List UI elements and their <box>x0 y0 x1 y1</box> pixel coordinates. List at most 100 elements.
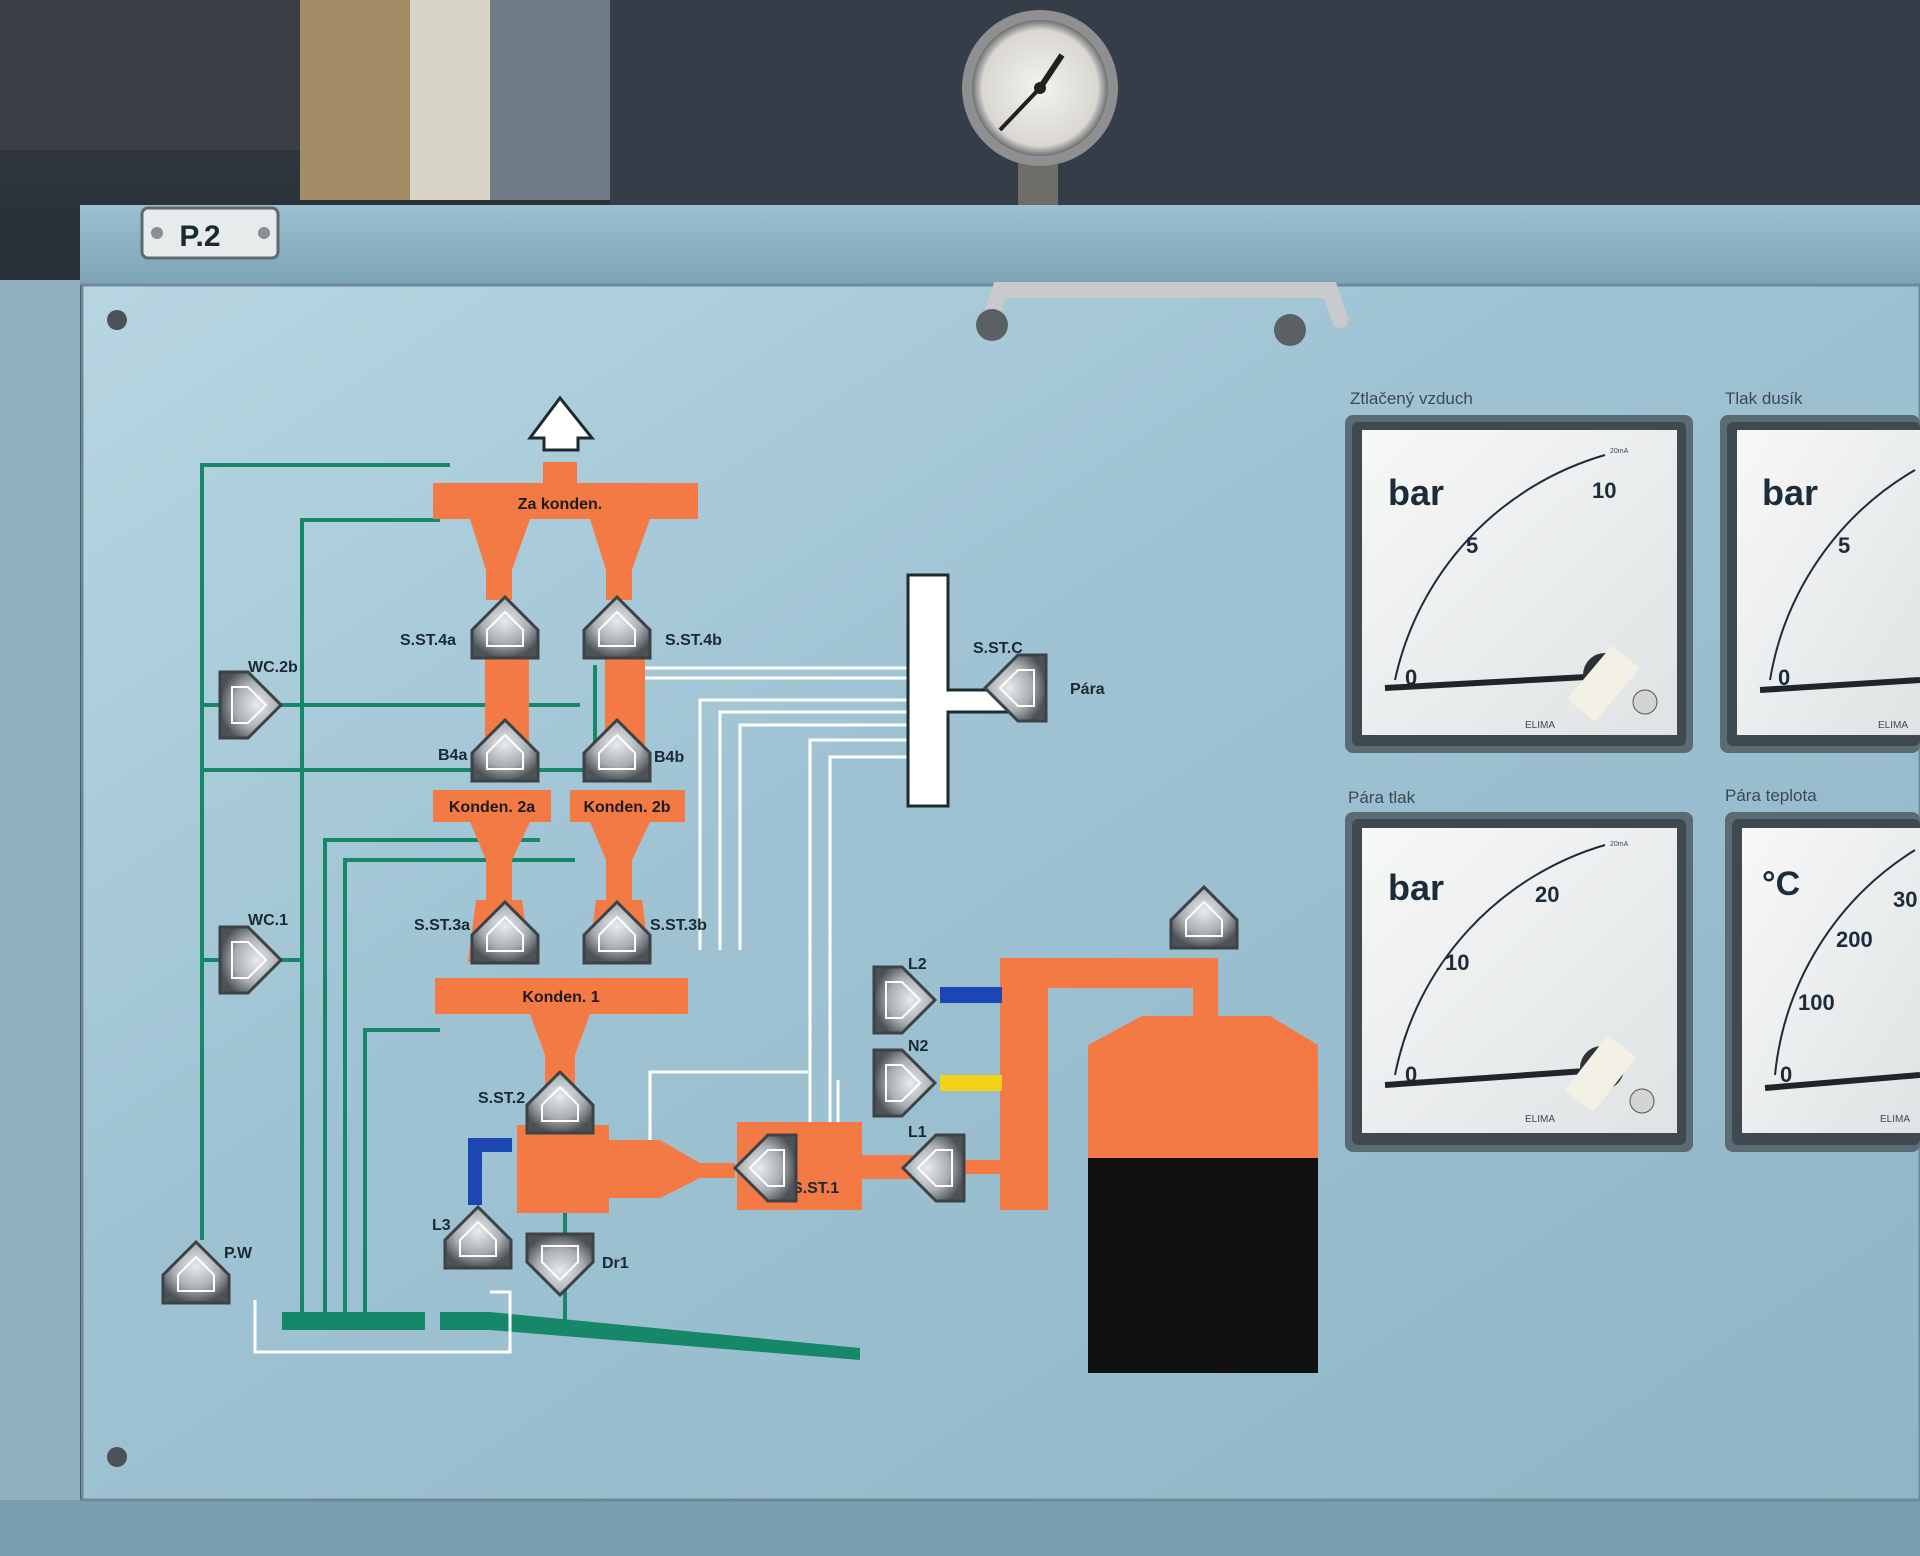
gauge-needle <box>1384 673 1606 691</box>
gauge-tick-0: 0 <box>1778 665 1790 690</box>
screw-top-left <box>107 310 127 330</box>
gauge-zero-screw[interactable] <box>1632 689 1658 715</box>
label-dr1: Dr1 <box>602 1255 629 1272</box>
gauge-brand: ELIMA <box>1525 720 1555 731</box>
gauge-tick-10: 10 <box>1445 950 1469 975</box>
gauge-adjust-knob[interactable] <box>1565 1035 1636 1112</box>
label-sst4a: S.ST.4a <box>400 632 456 649</box>
label-l2: L2 <box>908 956 927 973</box>
gauge-compressed-air: Ztlačený vzduch bar 0 5 10 20mA ELIMA <box>1345 389 1693 753</box>
gauge-title: Ztlačený vzduch <box>1350 389 1473 408</box>
exhaust-arrow <box>527 395 596 452</box>
box-za-konden <box>433 483 698 519</box>
label-konden-2a: Konden. 2a <box>449 799 535 816</box>
label-wc1: WC.1 <box>248 912 288 929</box>
valve-button-sst3b[interactable] <box>582 899 652 965</box>
valve-button-b4a[interactable] <box>470 717 540 783</box>
l3-blue-line <box>468 1138 512 1205</box>
gauge-tick-30: 30 <box>1893 887 1917 912</box>
valve-button-l2[interactable] <box>872 965 938 1035</box>
valve-button-b4b[interactable] <box>582 717 652 783</box>
label-b4b: B4b <box>654 749 684 766</box>
gauge-needle <box>1384 1067 1601 1088</box>
l2-blue-line <box>940 987 1002 1003</box>
valve-buttons <box>161 594 1239 1305</box>
boiler <box>1088 1016 1318 1158</box>
gauge-steam-pressure: Pára tlak bar 0 10 20 20mA ELIMA <box>1345 788 1693 1152</box>
gauge-scale-arc <box>1769 469 1916 681</box>
box-konden-2b <box>570 790 685 822</box>
valve-button-sst3a[interactable] <box>470 899 540 965</box>
gauge-scale-arc <box>1394 844 1606 1076</box>
background-door <box>410 0 490 200</box>
valve-button-l1[interactable] <box>900 1133 966 1203</box>
gauge-title: Tlak dusík <box>1725 389 1803 408</box>
label-n2: N2 <box>908 1038 929 1055</box>
gauge-nitrogen-pressure: Tlak dusík bar 0 5 ELIMA <box>1720 389 1920 753</box>
screw-bottom-left <box>107 1447 127 1467</box>
gauges: Ztlačený vzduch bar 0 5 10 20mA ELIMA Tl… <box>1345 389 1920 1152</box>
label-sst1: S.ST.1 <box>792 1180 839 1197</box>
plate-p2: P.2 <box>140 206 280 260</box>
label-pw: P.W <box>224 1245 253 1262</box>
panel-handle[interactable] <box>976 282 1348 346</box>
background-frame <box>490 0 610 200</box>
valve-button-sst2[interactable] <box>525 1069 595 1135</box>
gauge-tick-200: 200 <box>1836 927 1873 952</box>
process-diagram: Za konden. Konden. 2a Konden. 2b Konden.… <box>161 395 1318 1373</box>
gauge-unit: °C <box>1762 865 1800 903</box>
label-para: Pára <box>1070 681 1105 698</box>
drain-outline <box>253 1290 512 1354</box>
box-konden-2a <box>433 790 551 822</box>
label-sst3b: S.ST.3b <box>650 917 707 934</box>
gauge-zero-screw[interactable] <box>1629 1088 1655 1114</box>
cabinet-top-strip <box>80 205 1920 285</box>
valve-button-pw[interactable] <box>161 1239 231 1305</box>
top-pressure-dial <box>962 10 1118 210</box>
gauge-unit: bar <box>1388 472 1444 513</box>
gauge-unit: bar <box>1762 472 1818 513</box>
gauge-steam-temperature: Pára teplota °C 0 100 200 30 ELIMA <box>1725 786 1920 1152</box>
valve-button-sst4a[interactable] <box>470 594 540 660</box>
background-vent <box>0 0 300 150</box>
box-konden-1 <box>435 978 688 1014</box>
label-l1: L1 <box>908 1124 927 1141</box>
boiler-base <box>1088 1158 1318 1373</box>
drain-slope <box>440 1312 860 1360</box>
gauge-brand: ELIMA <box>1525 1114 1555 1125</box>
n2-yellow-line <box>940 1075 1002 1091</box>
valve-button-wc2b[interactable] <box>218 670 284 740</box>
gauge-scale-arc <box>1774 849 1916 1076</box>
gauge-unit: bar <box>1388 867 1444 908</box>
gauge-adjust-knob[interactable] <box>1567 645 1640 722</box>
cabinet-left-edge <box>0 280 80 1556</box>
valve-button-exhaust[interactable] <box>1169 884 1239 950</box>
label-sst2: S.ST.2 <box>478 1090 525 1107</box>
gauge-title: Pára tlak <box>1348 788 1416 807</box>
gauge-tick-5: 5 <box>1838 533 1850 558</box>
gauge-tick-100: 100 <box>1798 990 1835 1015</box>
plate-label: P.2 <box>179 220 220 253</box>
valve-button-sstc[interactable] <box>982 653 1048 723</box>
gauge-brand: ELIMA <box>1880 1114 1910 1125</box>
white-lines <box>645 666 910 1160</box>
valve-button-dr1[interactable] <box>525 1232 595 1298</box>
label-konden-2b: Konden. 2b <box>583 799 670 816</box>
label-b4a: B4a <box>438 747 467 764</box>
label-sstc: S.ST.C <box>973 640 1023 657</box>
valve-button-sst1[interactable] <box>732 1133 798 1203</box>
valve-button-n2[interactable] <box>872 1048 938 1118</box>
label-sst3a: S.ST.3a <box>414 917 470 934</box>
background-wood-frame <box>300 0 410 200</box>
gauge-tick-10: 10 <box>1592 478 1616 503</box>
valve-button-wc1[interactable] <box>218 925 284 995</box>
label-za-konden: Za konden. <box>518 496 602 513</box>
valve-button-sst4b[interactable] <box>582 594 652 660</box>
valve-button-l3[interactable] <box>443 1204 513 1270</box>
label-sst4b: S.ST.4b <box>665 632 722 649</box>
label-l3: L3 <box>432 1217 451 1234</box>
gauge-tick-5: 5 <box>1466 533 1478 558</box>
gauge-tick-0: 0 <box>1780 1062 1792 1087</box>
gauge-needle <box>1759 677 1920 693</box>
